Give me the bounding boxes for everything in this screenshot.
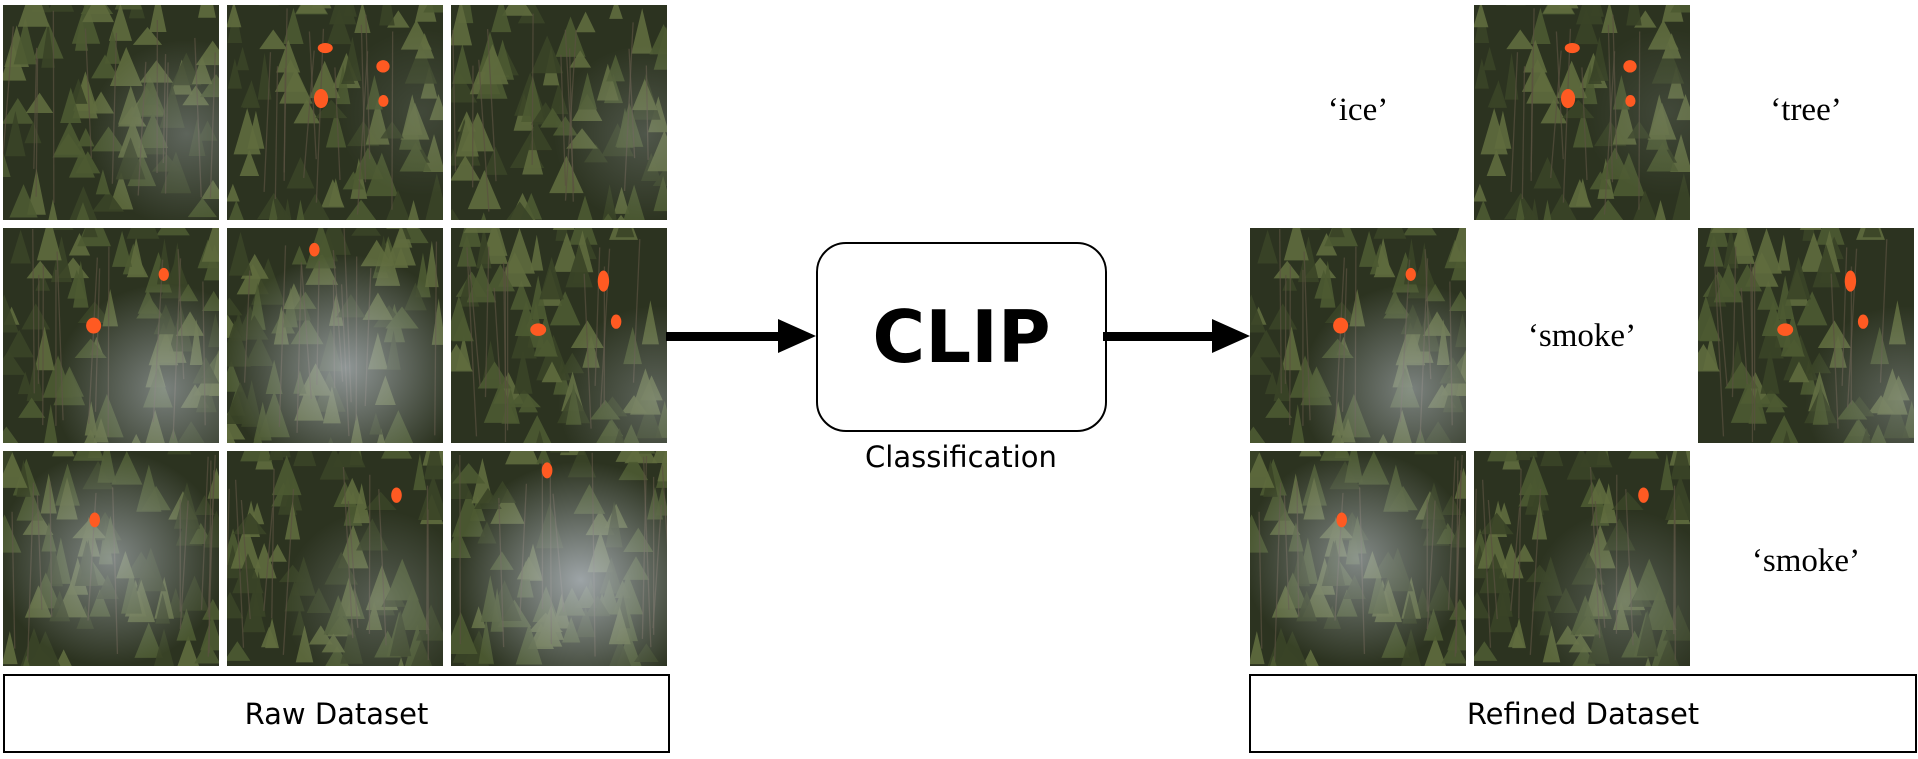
refined-image-5 [1474, 451, 1690, 666]
refined-image-3 [1698, 228, 1914, 443]
raw-dataset-label: Raw Dataset [3, 674, 670, 753]
raw-image-6 [451, 228, 667, 443]
raw-image-1 [3, 5, 219, 220]
refined-image-1 [1474, 5, 1690, 220]
refined-dataset-label: Refined Dataset [1249, 674, 1917, 753]
refined-image-2 [1250, 228, 1466, 443]
raw-image-9 [451, 451, 667, 666]
removed-label-smoke: ‘smoke’ [1527, 318, 1637, 354]
removed-label-ice: ‘ice’ [1327, 92, 1389, 128]
arrow-right-icon [666, 319, 816, 353]
clip-model-box: CLIP [816, 242, 1107, 432]
arrow-right-icon [1103, 319, 1250, 353]
raw-image-3 [451, 5, 667, 220]
refined-image-4 [1250, 451, 1466, 666]
raw-image-2 [227, 5, 443, 220]
removed-label-smoke: ‘smoke’ [1751, 543, 1861, 579]
raw-image-4 [3, 228, 219, 443]
classification-caption: Classification [865, 440, 1057, 474]
raw-image-7 [3, 451, 219, 666]
raw-image-5 [227, 228, 443, 443]
raw-image-8 [227, 451, 443, 666]
removed-label-tree: ‘tree’ [1770, 92, 1842, 128]
